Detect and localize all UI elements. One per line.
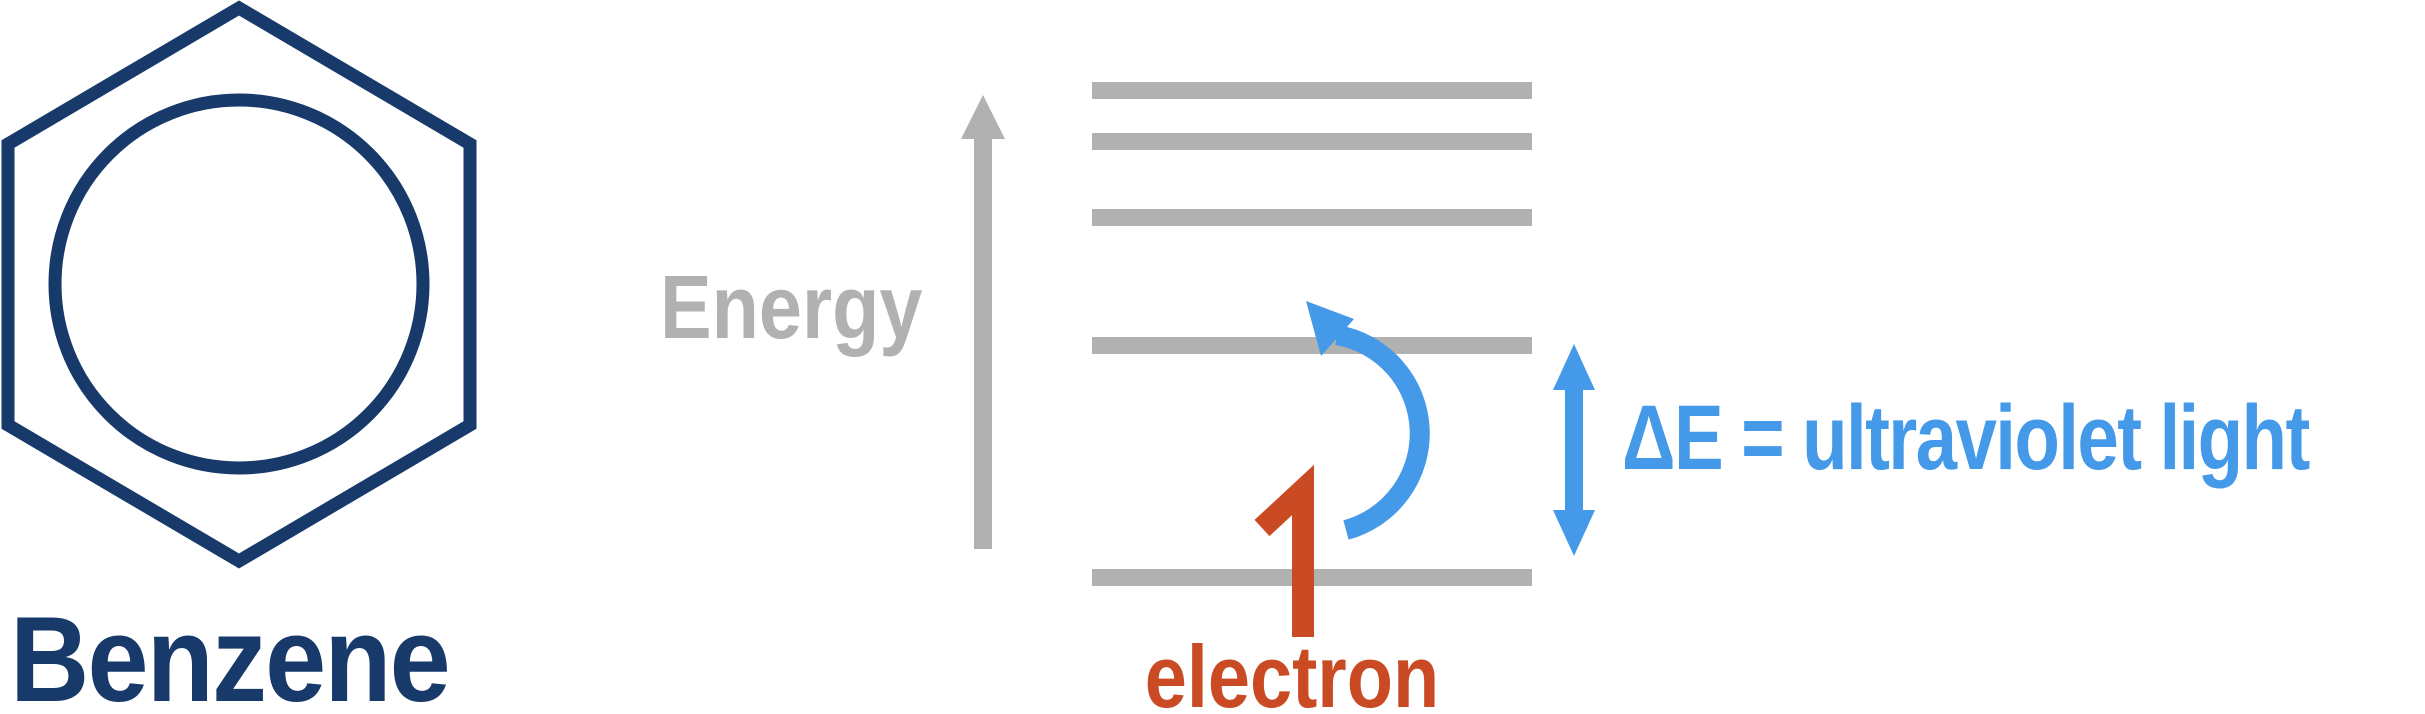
- delta-e-arrow: [1553, 344, 1595, 556]
- energy-level-4: [1092, 337, 1532, 354]
- electron-label: electron: [1144, 627, 1440, 714]
- molecule-label: Benzene: [10, 591, 451, 714]
- energy-arrow-shaft: [974, 136, 992, 549]
- delta-e-arrow-head-top: [1553, 344, 1595, 390]
- delta-e-arrow-head-bottom: [1553, 510, 1595, 556]
- transition-arrow-head: [1306, 301, 1354, 356]
- energy-arrow-head: [961, 95, 1005, 139]
- electron-arrow: [1254, 464, 1314, 637]
- transition-arc: [1335, 325, 1430, 540]
- benzene-ring: [1, 0, 477, 569]
- electron-arrow-stroke: [1254, 464, 1314, 637]
- delta-e-label: ΔE = ultraviolet light: [1622, 387, 2310, 489]
- energy-level-2: [1092, 133, 1532, 150]
- benzene-hexagon: [1, 0, 477, 569]
- energy-axis-arrow: [961, 95, 1005, 549]
- energy-level-3: [1092, 209, 1532, 226]
- electron-transition-arrow: [1306, 301, 1430, 540]
- energy-level-1: [1092, 82, 1532, 99]
- delta-e-arrow-shaft: [1565, 385, 1583, 515]
- energy-axis-label: Energy: [660, 258, 923, 358]
- benzene-circle: [48, 93, 430, 475]
- energy-levels: [1092, 82, 1532, 586]
